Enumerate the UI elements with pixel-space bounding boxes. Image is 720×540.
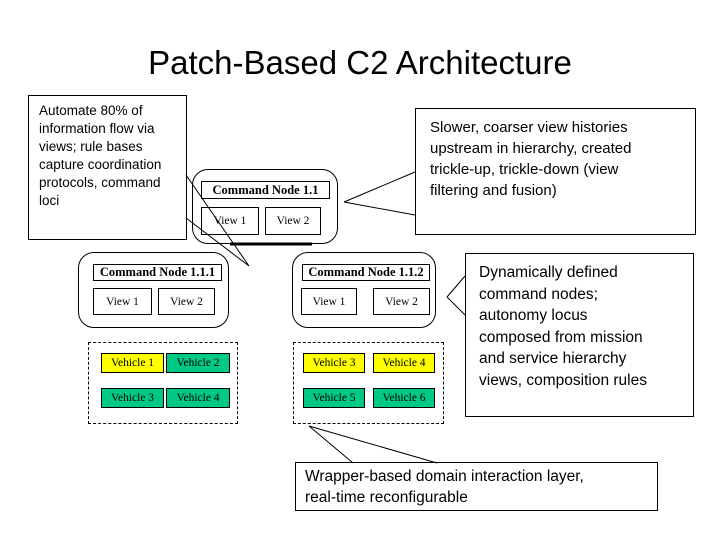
callout-automate-info: Automate 80% of information flow via vie… [28,95,187,240]
vehicle-box: Vehicle 4 [166,388,230,408]
command-node-1-1: Command Node 1.1 View 1 View 2 [192,169,338,244]
callout-pointer-slower-to-node-1-1 [343,171,416,216]
view-box: View 2 [265,207,321,235]
command-node-1-1-1-label: Command Node 1.1.1 [93,264,222,281]
vehicle-box: Vehicle 4 [373,353,435,373]
page-title: Patch-Based C2 Architecture [148,44,572,81]
command-node-1-1-label: Command Node 1.1 [201,181,330,199]
callout-pointer-wrapper-to-vehicle-group [308,425,438,464]
view-box: View 1 [93,288,152,315]
view-box: View 1 [301,288,357,315]
view-box: View 2 [373,288,430,315]
callout-wrapper-layer: Wrapper-based domain interaction layer, … [295,462,658,511]
vehicle-box: Vehicle 6 [373,388,435,408]
callout-view-histories: Slower, coarser view histories upstream … [415,108,696,235]
command-node-1-1-2: Command Node 1.1.2 View 1 View 2 [292,252,436,328]
vehicle-box: Vehicle 3 [101,388,164,408]
vehicle-box: Vehicle 3 [303,353,365,373]
callout-pointer-dynamic-to-node-1-1-2 [446,275,466,316]
vehicle-group-left: Vehicle 1 Vehicle 2 Vehicle 3 Vehicle 4 [88,342,238,424]
view-box: View 1 [201,207,259,235]
vehicle-box: Vehicle 1 [101,353,164,373]
callout-dynamic-command-nodes: Dynamically defined command nodes; auton… [465,253,694,417]
command-node-1-1-1: Command Node 1.1.1 View 1 View 2 [78,252,229,328]
view-box: View 2 [158,288,215,315]
vehicle-group-right: Vehicle 3 Vehicle 4 Vehicle 5 Vehicle 6 [293,342,444,424]
vehicle-box: Vehicle 5 [303,388,365,408]
vehicle-box: Vehicle 2 [166,353,230,373]
command-node-1-1-2-label: Command Node 1.1.2 [302,264,430,281]
